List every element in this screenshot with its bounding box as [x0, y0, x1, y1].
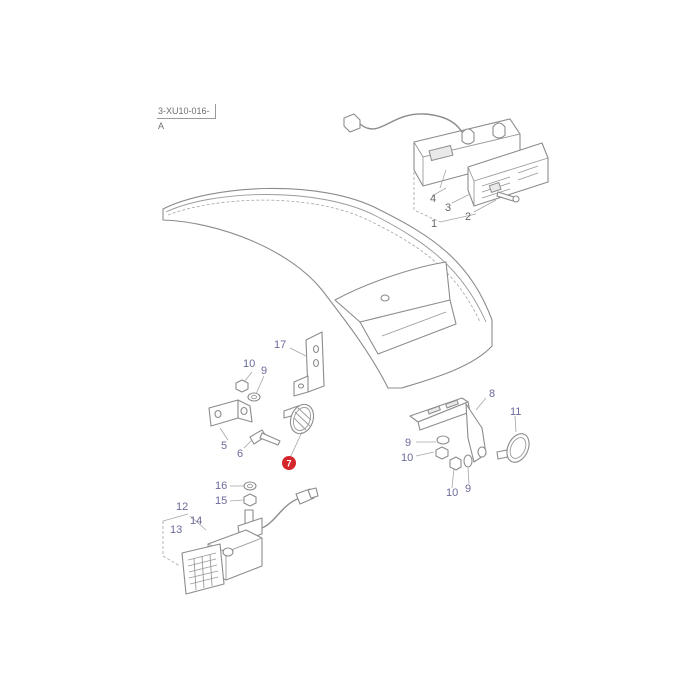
callout-4: 4	[430, 193, 436, 205]
callout-1: 1	[431, 218, 437, 230]
part-5-bracket	[208, 379, 281, 446]
callout-17: 17	[274, 339, 286, 351]
callout-7: 7	[286, 459, 291, 469]
callout-13: 13	[170, 524, 182, 536]
callout-6: 6	[237, 448, 243, 460]
part-7-reflector	[283, 403, 315, 435]
callout-10-left: 10	[243, 358, 255, 370]
callout-2: 2	[465, 211, 471, 223]
callout-14: 14	[190, 515, 202, 527]
callout-15: 15	[215, 495, 227, 507]
side-lamp-assembly	[162, 481, 319, 595]
callout-labels: 4 3 1 2 17 10 9 5 6 8 9 10 10 9 11 16 15…	[170, 193, 521, 536]
part-8-bracket	[409, 397, 487, 471]
callout-3: 3	[445, 202, 451, 214]
fender	[162, 187, 493, 389]
callout-5: 5	[221, 440, 227, 452]
callout-11: 11	[510, 406, 521, 418]
part-11-reflector	[496, 433, 530, 463]
highlighted-callout-7-marker[interactable]	[282, 456, 296, 470]
callout-9-bottom: 9	[465, 483, 471, 495]
callout-10-bottom: 10	[446, 487, 458, 499]
leader-lines	[219, 169, 517, 502]
rear-lamp-assembly	[343, 113, 549, 223]
callout-16: 16	[215, 480, 227, 492]
callout-9-right: 9	[405, 437, 411, 449]
diagram-reference-code: 3-XU10-016-A	[157, 104, 216, 131]
callout-12: 12	[176, 501, 188, 513]
part-17-bracket	[293, 331, 325, 397]
callout-9-left: 9	[261, 365, 267, 377]
callout-8: 8	[489, 388, 495, 400]
callout-10-right: 10	[401, 452, 413, 464]
